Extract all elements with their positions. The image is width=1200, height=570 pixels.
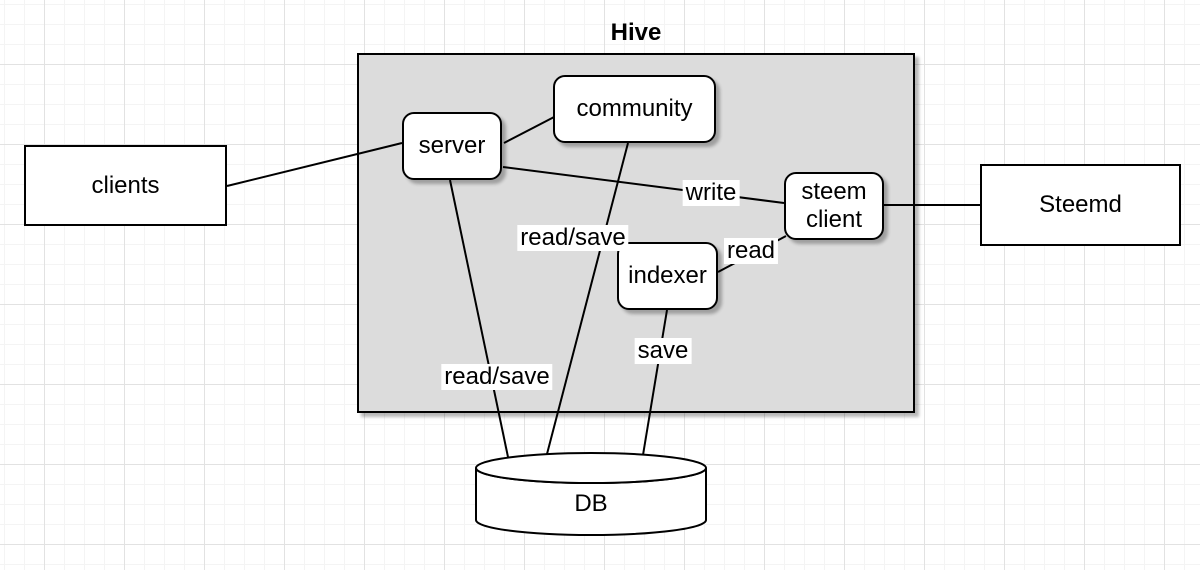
edge-server-community[interactable]	[503, 115, 557, 144]
edge-label-write[interactable]: write	[682, 180, 740, 206]
node-server-label: server	[418, 132, 486, 159]
node-community-label: community	[576, 95, 693, 122]
hive-container-title[interactable]: Hive	[610, 19, 662, 46]
node-clients[interactable]: clients	[24, 145, 227, 226]
node-db-cylinder[interactable]	[475, 452, 707, 536]
db-cylinder-top[interactable]	[475, 452, 707, 484]
edge-server-db[interactable]	[449, 179, 509, 458]
node-steem-client[interactable]: steem client	[784, 172, 884, 240]
node-indexer[interactable]: indexer	[617, 242, 718, 310]
node-steem-client-label: steem client	[801, 178, 867, 233]
edge-indexer-db[interactable]	[642, 309, 668, 456]
edge-server-steem-client[interactable]	[502, 166, 785, 204]
node-clients-label: clients	[91, 171, 160, 199]
node-indexer-label: indexer	[628, 262, 707, 289]
edge-label-save[interactable]: save	[634, 338, 692, 364]
node-db-label: DB	[574, 490, 608, 517]
edge-label-read-save-server-db[interactable]: read/save	[441, 364, 553, 390]
edge-label-read-save-community-db[interactable]: read/save	[517, 225, 629, 251]
node-server[interactable]: server	[402, 112, 502, 180]
edge-community-db[interactable]	[546, 142, 629, 455]
node-steemd-label: Steemd	[1039, 191, 1122, 218]
edge-clients-server[interactable]	[226, 142, 403, 187]
edge-label-read[interactable]: read	[723, 238, 779, 264]
node-steemd[interactable]: Steemd	[980, 164, 1181, 246]
node-community[interactable]: community	[553, 75, 716, 143]
